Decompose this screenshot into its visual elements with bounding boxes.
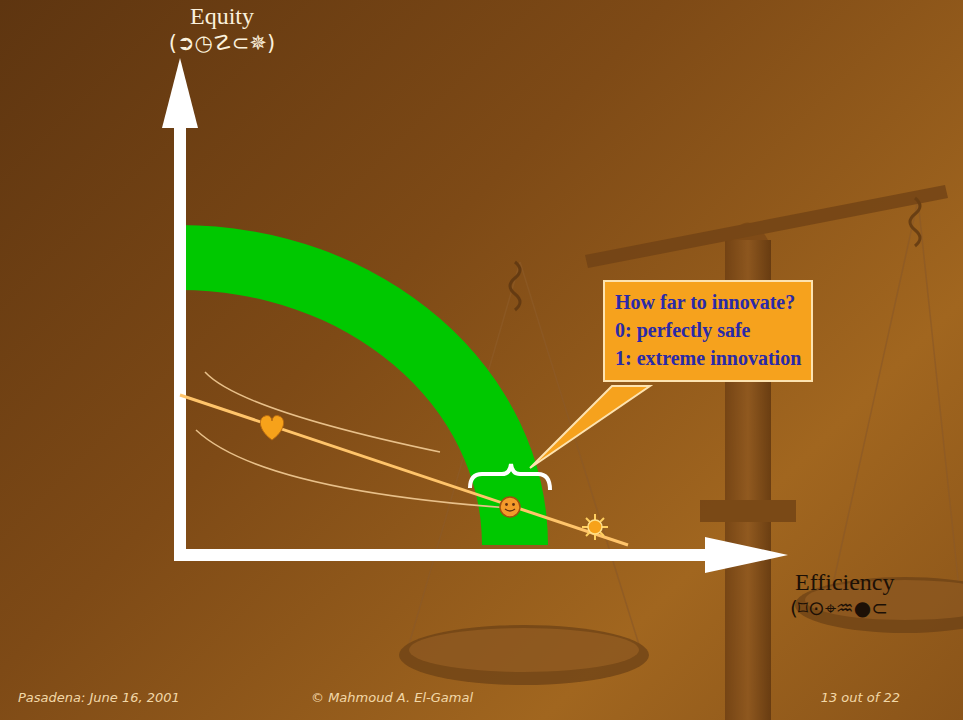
axis-label: Equity (190, 2, 254, 31)
efficiency-axis (174, 549, 720, 561)
callout-text: 0: perfectly safe (615, 316, 801, 344)
footer-text: 13 out of 22 (821, 690, 900, 706)
callout-text: 1: extreme innovation (615, 344, 801, 372)
smiley-symbol (500, 497, 520, 517)
callout-box: How far to innovate?0: perfectly safe1: … (603, 280, 813, 382)
axis-arrowhead (705, 537, 788, 573)
axis-label-symbols: (➲◷☡⊂✵) (169, 31, 275, 56)
sun-symbol (582, 514, 608, 540)
axis-label: Efficiency (795, 568, 895, 597)
heart-symbol (260, 416, 283, 440)
callout-pointer (530, 386, 650, 468)
equity-axis (174, 110, 186, 555)
footer-text: Pasadena: June 16, 2001 (18, 690, 180, 706)
trade-off-line (180, 395, 628, 545)
callout-text: How far to innovate? (615, 288, 801, 316)
indifference-curve (205, 372, 440, 452)
footer-text: © Mahmoud A. El-Gamal (311, 690, 473, 706)
range-brace (470, 464, 550, 490)
frontier-band (180, 225, 548, 545)
axis-arrowhead (162, 58, 198, 128)
axis-label-symbols: (⌑⊙⌖♒●⊂ (790, 596, 888, 620)
indifference-curve (196, 430, 510, 508)
